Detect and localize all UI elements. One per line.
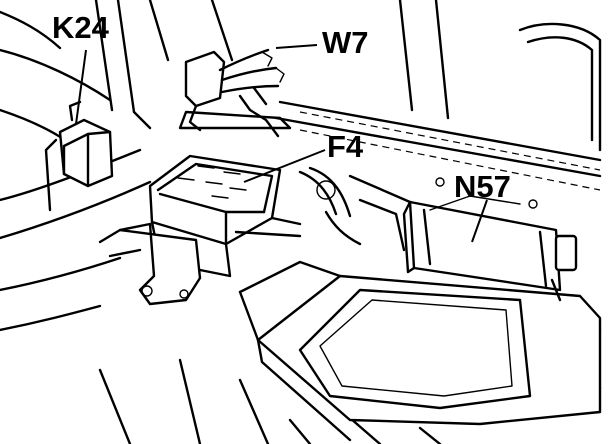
label-f4: F4 <box>327 129 364 164</box>
w7-harness <box>178 48 292 138</box>
label-n57: N57 <box>454 169 511 204</box>
k24-relay <box>44 100 114 212</box>
cable-run <box>298 166 412 252</box>
label-w7: W7 <box>322 25 369 60</box>
n57-module <box>402 177 578 302</box>
label-k24: K24 <box>52 10 110 45</box>
mounting-bracket <box>98 222 202 306</box>
label-leaders <box>75 44 488 243</box>
battery-tray <box>238 260 602 442</box>
